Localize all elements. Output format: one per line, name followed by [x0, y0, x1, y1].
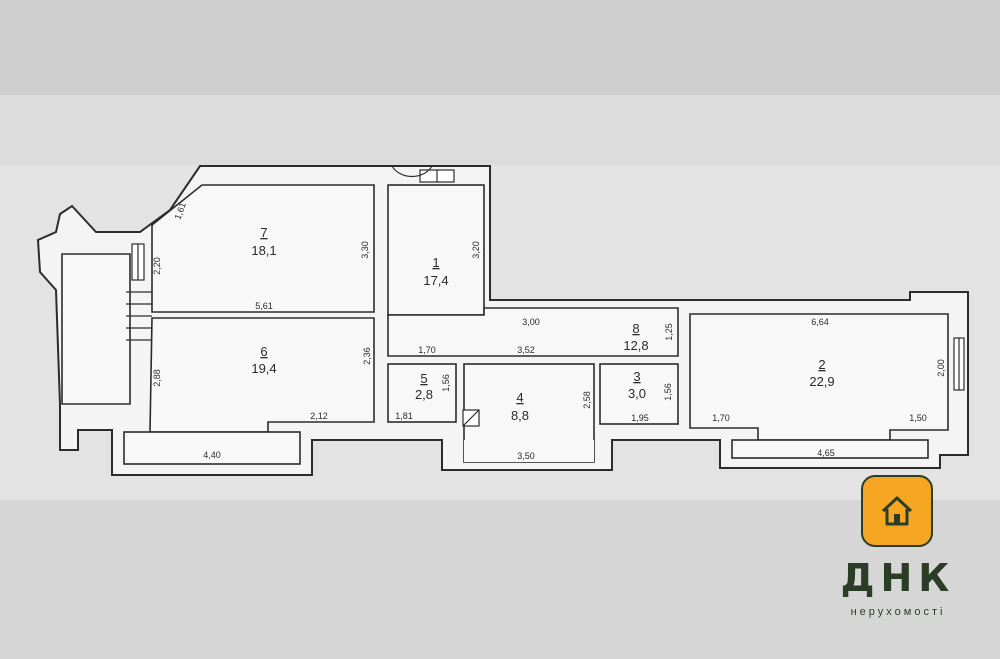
- balcony: [61, 253, 131, 405]
- dimension-label: 1,56: [663, 383, 673, 401]
- room-number: 1: [432, 255, 439, 270]
- dimension-label: 3,00: [522, 317, 540, 327]
- house-icon: [881, 496, 913, 526]
- dimension-label: 2,58: [582, 391, 592, 409]
- room-number: 7: [260, 225, 267, 240]
- room-8: [387, 307, 679, 357]
- room-number: 6: [260, 344, 267, 359]
- dimension-label: 1,50: [909, 413, 927, 423]
- room-left-upper: [123, 431, 301, 465]
- dimension-label: 1,56: [441, 374, 451, 392]
- room-number: 3: [633, 369, 640, 384]
- door-arc: [391, 165, 433, 178]
- room-area: 22,9: [809, 374, 834, 389]
- logo-subtitle: нерухомості: [850, 606, 946, 618]
- room-number: 4: [516, 390, 523, 405]
- dimension-label: 1,95: [631, 413, 649, 423]
- room-right-lower: [731, 439, 929, 459]
- paper-band-bottom: [0, 500, 1000, 659]
- dimension-label: 1,81: [395, 411, 413, 421]
- dimension-label: 5,61: [255, 301, 273, 311]
- room-number: 2: [818, 357, 825, 372]
- dimension-label: 2,88: [152, 369, 162, 387]
- dimension-label: 4,40: [203, 450, 221, 460]
- room-5: [387, 363, 457, 423]
- room-number: 8: [632, 321, 639, 336]
- stair-steps: [126, 291, 152, 341]
- brand-logo: ДНК нерухомості: [828, 474, 968, 624]
- dimension-label: 2,20: [152, 257, 162, 275]
- room-area: 3,0: [628, 386, 646, 401]
- room-area: 12,8: [623, 338, 648, 353]
- dimension-label: 1,70: [418, 345, 436, 355]
- room-number: 5: [420, 371, 427, 386]
- dimension-label: 3,20: [471, 241, 481, 259]
- room-1: [387, 184, 485, 316]
- room-3: [599, 363, 679, 425]
- logo-badge: [861, 475, 933, 547]
- logo-name: ДНК: [840, 556, 956, 600]
- dimension-label: 2,00: [936, 359, 946, 377]
- dimension-label: 3,50: [517, 451, 535, 461]
- room-4-lower: [464, 440, 594, 462]
- dimension-label: 4,65: [817, 448, 835, 458]
- paper-band-top: [0, 0, 1000, 95]
- dimension-label: 1,25: [664, 323, 674, 341]
- room-area: 8,8: [511, 408, 529, 423]
- room-7: [151, 184, 375, 313]
- room-area: 2,8: [415, 387, 433, 402]
- room-area: 19,4: [251, 361, 276, 376]
- room-area: 17,4: [423, 273, 448, 288]
- dimension-label: 3,52: [517, 345, 535, 355]
- dimension-label: 2,36: [362, 347, 372, 365]
- dimension-label: 3,30: [360, 241, 370, 259]
- dimension-label: 1,70: [712, 413, 730, 423]
- dimension-label: 2,12: [310, 411, 328, 421]
- room-area: 18,1: [251, 243, 276, 258]
- paper-band-strip: [0, 95, 1000, 165]
- dimension-label: 6,64: [811, 317, 829, 327]
